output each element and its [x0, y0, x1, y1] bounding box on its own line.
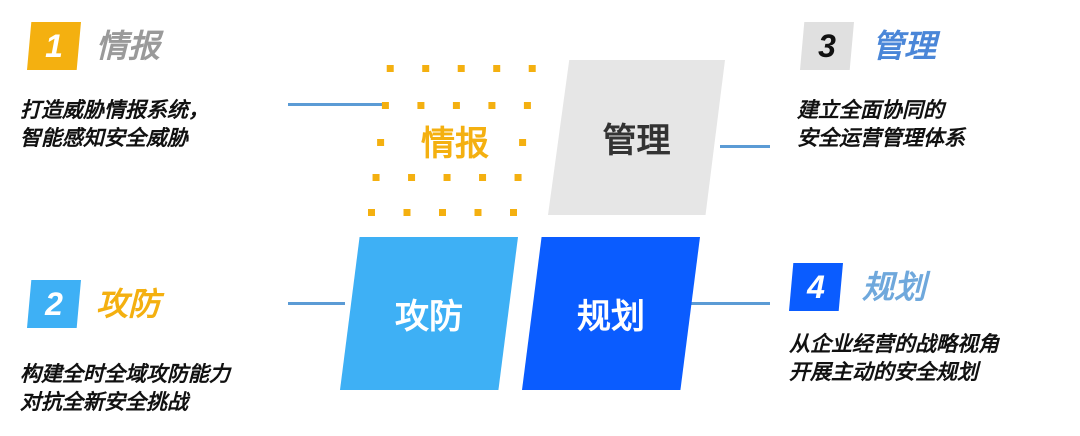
panel-planning: 规划: [522, 237, 700, 390]
dot: [528, 65, 536, 72]
dot: [514, 174, 522, 181]
panel-attack-defense-label: 攻防: [395, 297, 463, 337]
connector-line: [288, 103, 388, 106]
desc-line: 从企业经营的战略视角: [789, 332, 999, 356]
dot: [443, 174, 451, 181]
desc-attack-defense: 构建全时全域攻防能力 对抗全新安全挑战: [20, 360, 230, 416]
dot: [510, 209, 517, 216]
dot: [422, 65, 430, 72]
badge-3: 3: [800, 22, 854, 70]
dot: [479, 174, 487, 181]
dot: [408, 174, 416, 181]
desc-line: 智能感知安全威胁: [20, 126, 188, 150]
dot: [457, 65, 465, 72]
panel-planning-label: 规划: [577, 297, 645, 337]
title-manage: 管理: [872, 27, 937, 65]
panel-intel-label: 情报: [421, 123, 489, 164]
connector-line: [288, 302, 345, 305]
panel-manage: 管理: [548, 60, 725, 215]
dot: [368, 209, 375, 216]
panel-manage-label: 管理: [602, 121, 671, 161]
dot: [452, 102, 460, 109]
dot: [474, 209, 482, 216]
title-planning: 规划: [862, 268, 927, 306]
connector-line: [720, 145, 770, 148]
title-intel: 情报: [96, 27, 161, 65]
badge-2: 2: [27, 280, 81, 328]
desc-line: 对抗全新安全挑战: [20, 390, 188, 414]
panel-attack-defense: 攻防: [340, 237, 518, 390]
dot: [493, 65, 501, 72]
dot: [403, 209, 411, 216]
desc-manage: 建立全面协同的 安全运营管理体系: [797, 96, 965, 152]
desc-line: 构建全时全域攻防能力: [20, 362, 230, 386]
dot: [488, 102, 496, 109]
dot: [523, 102, 531, 109]
desc-intel: 打造威胁情报系统， 智能感知安全威胁: [20, 96, 209, 152]
desc-line: 建立全面协同的: [797, 98, 944, 122]
dot: [386, 65, 394, 72]
dot: [439, 209, 446, 216]
desc-line: 安全运营管理体系: [797, 126, 965, 150]
desc-line: 打造威胁情报系统，: [20, 98, 209, 122]
dot: [417, 102, 425, 109]
desc-line: 开展主动的安全规划: [789, 360, 978, 384]
desc-planning: 从企业经营的战略视角 开展主动的安全规划: [789, 330, 999, 386]
badge-4: 4: [789, 263, 843, 311]
intel-dotted-frame: [368, 65, 536, 216]
badge-1: 1: [27, 22, 81, 70]
dot: [372, 174, 380, 181]
dot: [519, 139, 527, 146]
dot: [377, 139, 385, 146]
connector-line: [690, 302, 770, 305]
title-attack-defense: 攻防: [96, 285, 161, 323]
dot: [381, 102, 389, 109]
